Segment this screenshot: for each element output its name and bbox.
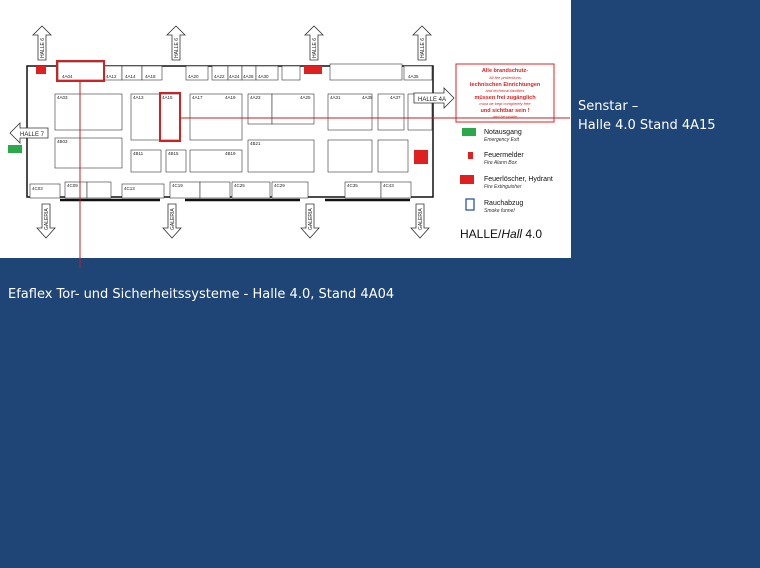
stand-label: 4C25 <box>234 183 245 188</box>
map-legend: Notausgang Emergency Exit Feuermelder Fi… <box>460 128 553 214</box>
warning-line: must be kept completely free <box>479 101 531 106</box>
stand-label: 4C35 <box>347 183 358 188</box>
stand-label: 4A12 <box>106 74 117 79</box>
highlight-stand-4a15[interactable] <box>159 92 181 142</box>
arrows-halle-6 <box>32 25 432 61</box>
callout-efaflex: Efaflex Tor- und Sicherheitssysteme - Ha… <box>8 287 395 302</box>
arrow-halle-4a <box>413 87 455 109</box>
label-galeria: GALERIA <box>308 208 314 230</box>
stand-label: 4A37 <box>390 95 401 100</box>
emergency-exit-icon <box>8 145 22 153</box>
stand-labels: 4A04 4A12 4A14 4A18 4A20 4A22 4A24 4A28 … <box>32 74 419 191</box>
stand-label: 4A13 <box>133 95 144 100</box>
warning-title: Alle brandschutz- <box>482 68 528 74</box>
warning-line: and be visible <box>493 114 518 119</box>
fire-alarm-icon <box>314 66 322 74</box>
warning-line: and technical facilities <box>486 88 525 93</box>
hall-title: HALLE/Hall 4.0 <box>460 227 542 241</box>
highlight-stand-4a04[interactable] <box>56 60 105 82</box>
warning-line: und sichtbar sein ! <box>481 108 530 114</box>
stand-label: 4B11 <box>133 151 144 156</box>
stand-label: 4A23 <box>250 95 261 100</box>
warning-line: müssen frei zugänglich <box>474 95 536 101</box>
stand-label: 4C03 <box>32 186 43 191</box>
stand-label: 4B19 <box>225 151 236 156</box>
stand-label: 4C29 <box>274 183 285 188</box>
callout-senstar: Senstar – Halle 4.0 Stand 4A15 <box>578 97 716 135</box>
smoke-funnel-icon <box>465 198 475 211</box>
galeria-labels: GALERIA GALERIA GALERIA GALERIA <box>44 208 424 230</box>
callout-senstar-line2: Halle 4.0 Stand 4A15 <box>578 118 716 133</box>
label-halle-6: HALLE 6 <box>40 38 46 58</box>
label-halle-6: HALLE 6 <box>312 38 318 58</box>
top-row-stands <box>57 61 433 81</box>
emergency-exit-icon <box>462 128 476 136</box>
legend-sublabel: Fire Extinguisher <box>484 184 522 190</box>
floor-plan-svg: 4A04 4A12 4A14 4A18 4A20 4A22 4A24 4A28 … <box>8 25 555 241</box>
stand-label: 4A20 <box>188 74 199 79</box>
middle-stands <box>54 93 433 173</box>
label-galeria: GALERIA <box>44 208 50 230</box>
legend-sublabel: Fire Alarm Box <box>484 160 517 166</box>
stand-label: 4A22 <box>214 74 225 79</box>
warning-line: All fire protections <box>488 75 521 80</box>
fire-extinguisher-icon <box>460 175 474 184</box>
callout-senstar-line1: Senstar – <box>578 99 639 114</box>
stand-label: 4B15 <box>168 151 179 156</box>
label-galeria: GALERIA <box>418 208 424 230</box>
fire-protection-warning: Alle brandschutz- All fire protections t… <box>455 63 555 123</box>
halle-6-labels: HALLE 6 HALLE 6 HALLE 6 HALLE 6 <box>40 38 426 58</box>
stand-label: 4A31 <box>330 95 341 100</box>
stand-label: 4C43 <box>383 183 394 188</box>
stand-label: 4A24 <box>229 74 240 79</box>
stand-label: 4A14 <box>125 74 136 79</box>
label-halle-4a: HALLE 4A <box>418 97 446 103</box>
stand-label: 4A30 <box>258 74 269 79</box>
fire-extinguisher-icon <box>36 66 46 74</box>
stand-label: 4A19 <box>225 95 236 100</box>
fire-extinguisher-icon <box>304 66 314 74</box>
label-galeria: GALERIA <box>170 208 176 230</box>
label-halle-6: HALLE 6 <box>420 38 426 58</box>
stand-label: 4C09 <box>67 183 78 188</box>
stand-label: 4A18 <box>145 74 156 79</box>
label-halle-7: HALLE 7 <box>20 132 45 138</box>
legend-label: Feuermelder <box>484 152 524 159</box>
warning-line: technischen Einrichtungen <box>470 82 541 88</box>
stand-label: 4A35 <box>362 95 373 100</box>
stand-label: 4A35 <box>408 74 419 79</box>
arrows-galeria <box>36 203 430 239</box>
fire-alarm-icon <box>468 152 473 159</box>
stand-label: 4A15 <box>162 95 173 100</box>
map-markers <box>8 66 428 164</box>
legend-sublabel: Smoke funnel <box>484 208 515 214</box>
stand-label: 4A17 <box>192 95 203 100</box>
label-halle-6: HALLE 6 <box>174 38 180 58</box>
bottom-row-stands <box>29 181 412 199</box>
stand-label: 4C13 <box>124 186 135 191</box>
legend-label: Feuerlöscher, Hydrant <box>484 176 553 183</box>
stand-label: 4A28 <box>243 74 254 79</box>
hall-floor-plan: 4A04 4A12 4A14 4A18 4A20 4A22 4A24 4A28 … <box>0 0 571 258</box>
stand-label: 4A04 <box>62 74 73 79</box>
legend-label: Rauchabzug <box>484 200 523 207</box>
stand-label: 4B03 <box>57 139 68 144</box>
arrow-halle-7 <box>9 122 49 144</box>
legend-sublabel: Emergency Exit <box>484 137 520 143</box>
stand-label: 4A03 <box>57 95 68 100</box>
stand-label: 4A25 <box>300 95 311 100</box>
fire-extinguisher-icon <box>414 150 428 164</box>
stand-label: 4C19 <box>172 183 183 188</box>
legend-label: Notausgang <box>484 129 522 136</box>
stand-label: 4B21 <box>250 141 261 146</box>
